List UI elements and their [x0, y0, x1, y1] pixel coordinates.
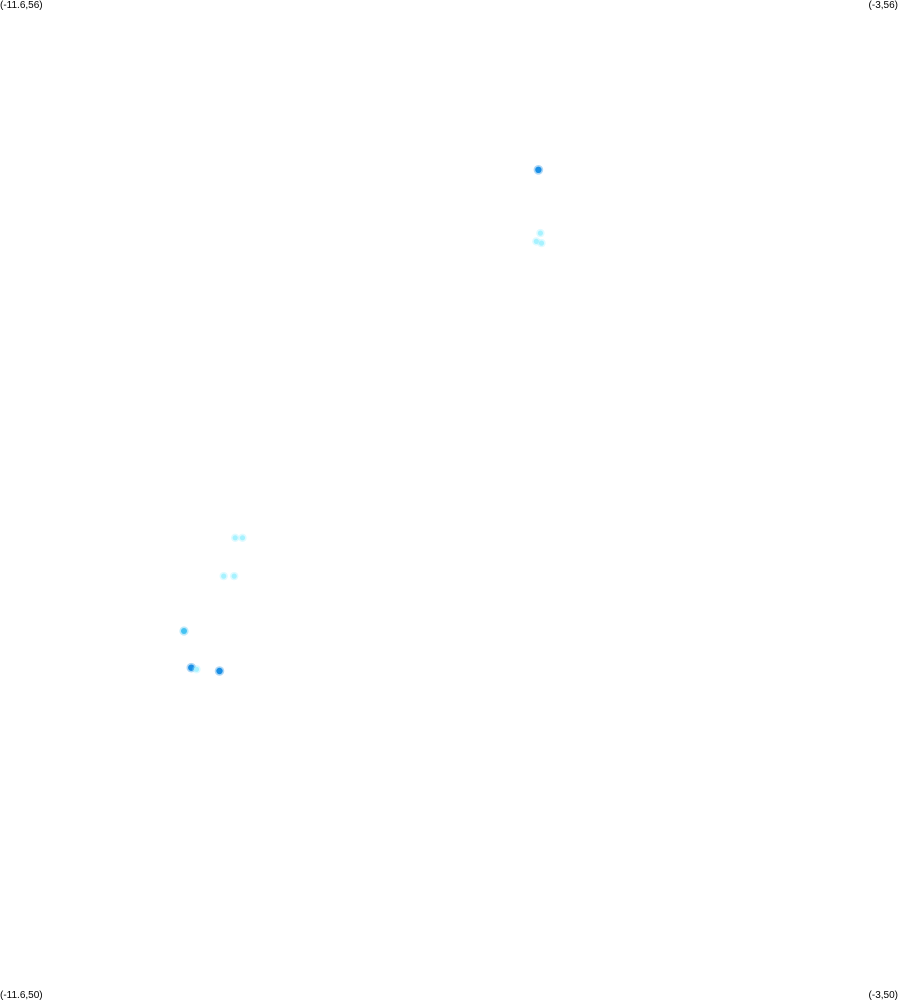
corner-label-top-right: (-3,56)	[868, 0, 898, 11]
corner-label-bottom-right: (-3,50)	[868, 990, 898, 1001]
map-point[interactable]	[221, 573, 227, 579]
map-point[interactable]	[181, 628, 187, 634]
map-point[interactable]	[538, 240, 545, 246]
map-point[interactable]	[188, 664, 195, 671]
map-point[interactable]	[216, 667, 223, 675]
map-point[interactable]	[533, 238, 539, 244]
map-point[interactable]	[231, 573, 237, 579]
map-point[interactable]	[537, 230, 544, 236]
data-points-layer	[179, 165, 546, 676]
map-point[interactable]	[193, 666, 200, 672]
map-point[interactable]	[535, 166, 542, 173]
corner-label-bottom-left: (-11.6,50)	[0, 990, 43, 1001]
map-point[interactable]	[232, 535, 238, 541]
map-point[interactable]	[239, 535, 246, 541]
corner-label-top-left: (-11.6,56)	[0, 0, 43, 11]
